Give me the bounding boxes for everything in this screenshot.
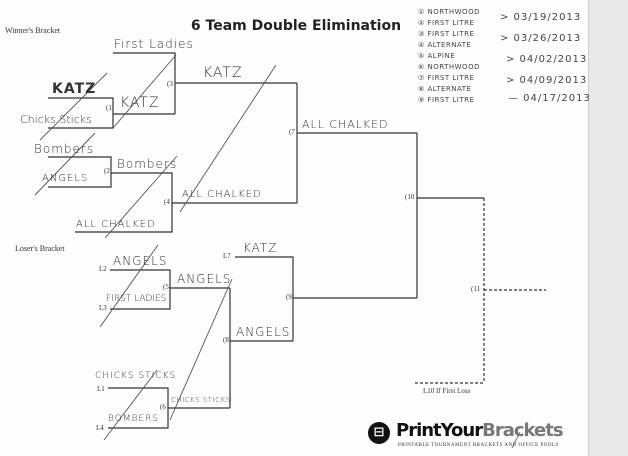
winners-bracket-label: Winner's Bracket bbox=[5, 26, 61, 35]
note-item: ⑤ ALPINE bbox=[418, 52, 456, 60]
team-katz-m3: KATZ bbox=[203, 65, 243, 81]
printyourbrackets-logo: ⊟ PrintYourBrackets PRINTABLE TOURNAMENT… bbox=[368, 420, 564, 452]
seed-l3: L3 bbox=[99, 304, 107, 312]
note-item: ⑥ NORTHWOOD bbox=[418, 63, 480, 71]
note-item: ① NORTHWOOD bbox=[418, 8, 480, 16]
match-11-dashed bbox=[415, 198, 546, 384]
match-5-label: (5 bbox=[163, 283, 169, 291]
seed-l7: L7 bbox=[223, 252, 231, 260]
team-first-ladies: First Ladies bbox=[114, 37, 194, 51]
losers-bracket-label: Loser's Bracket bbox=[15, 244, 65, 253]
team-angels-m8: ANGELS bbox=[236, 325, 291, 339]
seed-l4: L4 bbox=[96, 424, 104, 432]
team-katz-l7: KATZ bbox=[243, 241, 278, 255]
note-date: > 03/19/2013 bbox=[500, 12, 582, 23]
match-10-label: (10 bbox=[405, 193, 415, 201]
match-2-lines bbox=[48, 156, 112, 188]
match-9-label: (9 bbox=[286, 293, 292, 301]
team-chicks-sticks-l1: CHICKS STICKS bbox=[95, 371, 177, 381]
logo-tagline: PRINTABLE TOURNAMENT BRACKETS AND OFFICE… bbox=[398, 443, 559, 448]
match-6-label: (6 bbox=[160, 403, 166, 411]
team-bombers-m2: Bombers bbox=[117, 157, 178, 171]
note-item: ② FIRST LITRE bbox=[418, 19, 475, 27]
note-item: ④ ALTERNATE bbox=[418, 41, 472, 49]
bracket-logo-icon: ⊟ bbox=[368, 422, 390, 444]
note-item: ③ FIRST LITRE bbox=[418, 30, 475, 38]
team-bombers-seed: Bombers bbox=[34, 142, 95, 156]
seed-l2: L2 bbox=[99, 265, 107, 273]
team-all-chalked-m7: ALL CHALKED bbox=[302, 118, 389, 131]
match-4-label: (4 bbox=[164, 198, 170, 206]
strike-through-marks bbox=[34, 54, 277, 441]
team-katz-seed: KATZ bbox=[52, 81, 97, 97]
team-bombers-l4: BOMBERS bbox=[108, 414, 160, 424]
match-9-lines bbox=[235, 256, 294, 341]
match-1-label: (1 bbox=[106, 104, 112, 112]
if-first-loss-label: L10 If First Loss bbox=[423, 387, 471, 395]
note-item: ⑧ ALTERNATE bbox=[418, 85, 472, 93]
match-1-lines bbox=[48, 97, 114, 129]
team-chicks-sticks-m6: CHICKS STICKS bbox=[171, 396, 231, 404]
match-2-label: (2 bbox=[104, 167, 110, 175]
note-date: > 03/26/2013 bbox=[500, 33, 582, 44]
signature-mark bbox=[511, 431, 521, 449]
team-katz-m1: KATZ bbox=[120, 95, 160, 111]
team-chicks-sticks: Chicks Sticks bbox=[20, 113, 92, 126]
team-first-ladies-l3: FIRST LADIES bbox=[106, 294, 167, 304]
team-angels-l2: ANGELS bbox=[113, 254, 168, 268]
logo-word-a: PrintYour bbox=[396, 420, 483, 441]
match-8-label: (8 bbox=[223, 336, 229, 344]
seed-l1: L1 bbox=[97, 385, 105, 393]
page-title: 6 Team Double Elimination bbox=[190, 18, 402, 34]
team-all-chalked-m4: ALL CHALKED bbox=[182, 189, 262, 200]
team-angels: ANGELS bbox=[42, 173, 89, 184]
team-all-chalked-seed: ALL CHALKED bbox=[76, 219, 156, 230]
match-7-label: (7 bbox=[289, 128, 295, 136]
logo-word-b: Brackets bbox=[482, 420, 563, 441]
match-3-lines bbox=[113, 52, 176, 114]
scan-edge bbox=[588, 0, 628, 456]
note-date: — 04/17/2013 bbox=[508, 93, 591, 104]
match-3-label: (3 bbox=[167, 80, 173, 88]
note-item: ⑨ FIRST LITRE bbox=[418, 96, 475, 104]
match-11-label: (11 bbox=[471, 285, 481, 293]
logo-wordmark: PrintYourBrackets bbox=[396, 420, 564, 441]
note-date: > 04/09/2013 bbox=[506, 75, 588, 86]
note-date: > 04/02/2013 bbox=[506, 54, 588, 65]
note-item: ⑦ FIRST LITRE bbox=[418, 74, 475, 82]
team-angels-m5: ANGELS bbox=[177, 272, 232, 286]
